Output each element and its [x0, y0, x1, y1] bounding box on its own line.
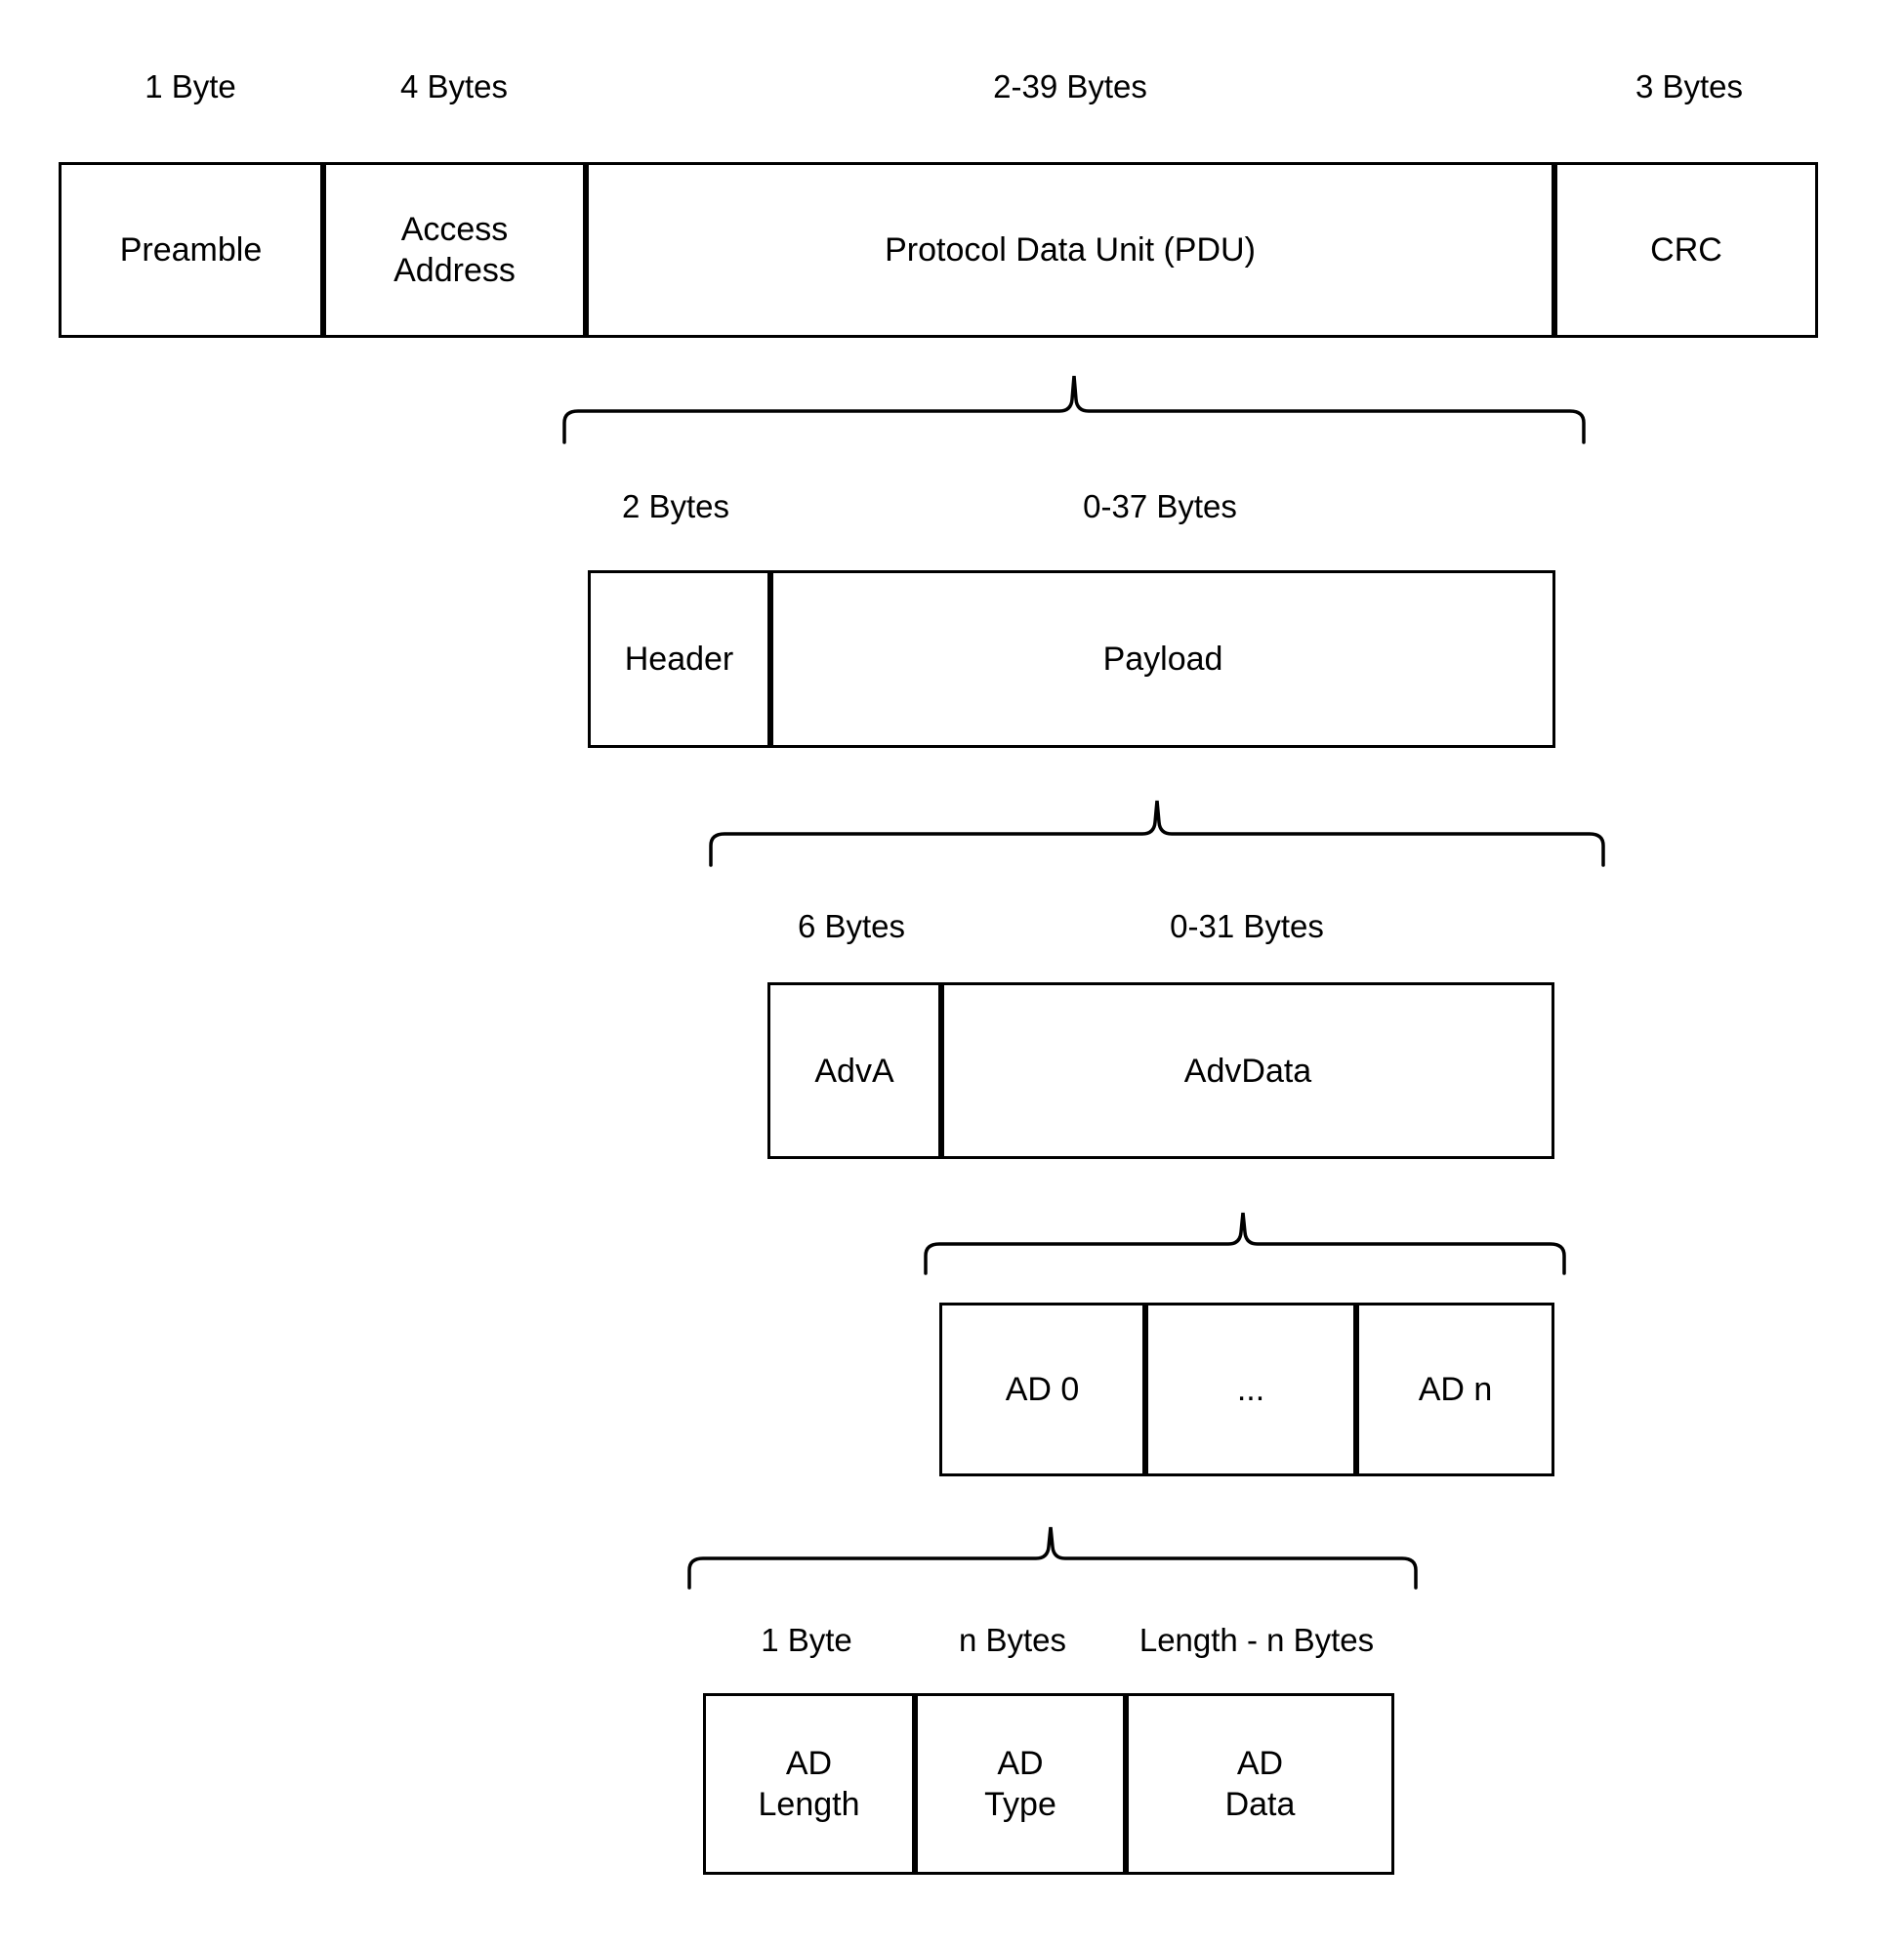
field-label-pdu: Protocol Data Unit (PDU)	[885, 231, 1256, 269]
size-label-header: 2 Bytes	[621, 488, 730, 524]
field-label-header: Header	[624, 641, 734, 678]
field-box-ad-ellipsis[interactable]: ...	[1145, 1303, 1356, 1476]
size-label-pdu: 2-39 Bytes	[993, 68, 1147, 104]
field-box-pdu[interactable]: Protocol Data Unit (PDU)	[586, 162, 1554, 338]
field-box-ad-0[interactable]: AD 0	[939, 1303, 1145, 1476]
field-box-adva[interactable]: AdvA	[767, 982, 941, 1159]
field-box-ad-type[interactable]: AD Type	[915, 1693, 1126, 1875]
field-label-crc: CRC	[1650, 231, 1722, 269]
field-box-access-address[interactable]: Access Address	[323, 162, 586, 338]
field-box-preamble[interactable]: Preamble	[59, 162, 323, 338]
field-box-header[interactable]: Header	[588, 570, 770, 748]
brace-ad-expand	[682, 1525, 1424, 1590]
field-label-ad-type: AD Type	[984, 1745, 1056, 1823]
field-label-ad-n: AD n	[1418, 1371, 1493, 1408]
field-box-payload[interactable]: Payload	[770, 570, 1555, 748]
field-label-ad-ellipsis: ...	[1236, 1371, 1265, 1408]
size-label-payload: 0-37 Bytes	[1083, 488, 1237, 524]
field-label-ad-data: AD Data	[1224, 1745, 1296, 1823]
brace-pdu-expand	[557, 374, 1592, 444]
field-box-advdata[interactable]: AdvData	[941, 982, 1554, 1159]
size-label-ad-length: 1 Byte	[761, 1622, 852, 1658]
field-label-adva: AdvA	[814, 1052, 894, 1090]
field-label-access-address: Access Address	[393, 211, 516, 289]
size-label-access-address: 4 Bytes	[399, 68, 509, 104]
field-label-preamble: Preamble	[119, 231, 263, 269]
field-label-advdata: AdvData	[1183, 1052, 1312, 1090]
size-label-advdata: 0-31 Bytes	[1170, 908, 1324, 944]
brace-payload-expand	[703, 799, 1611, 867]
field-label-ad-0: AD 0	[1005, 1371, 1080, 1408]
field-box-ad-data[interactable]: AD Data	[1126, 1693, 1394, 1875]
size-label-adva: 6 Bytes	[797, 908, 906, 944]
brace-advdata-expand	[918, 1211, 1572, 1275]
field-label-payload: Payload	[1102, 641, 1223, 678]
field-box-ad-n[interactable]: AD n	[1356, 1303, 1554, 1476]
size-label-ad-type: n Bytes	[958, 1622, 1067, 1658]
field-box-ad-length[interactable]: AD Length	[703, 1693, 915, 1875]
field-label-ad-length: AD Length	[758, 1745, 860, 1823]
size-label-preamble: 1 Byte	[145, 68, 236, 104]
size-label-ad-data: Length - n Bytes	[1138, 1622, 1375, 1658]
field-box-crc[interactable]: CRC	[1554, 162, 1818, 338]
size-label-crc: 3 Bytes	[1635, 68, 1744, 104]
